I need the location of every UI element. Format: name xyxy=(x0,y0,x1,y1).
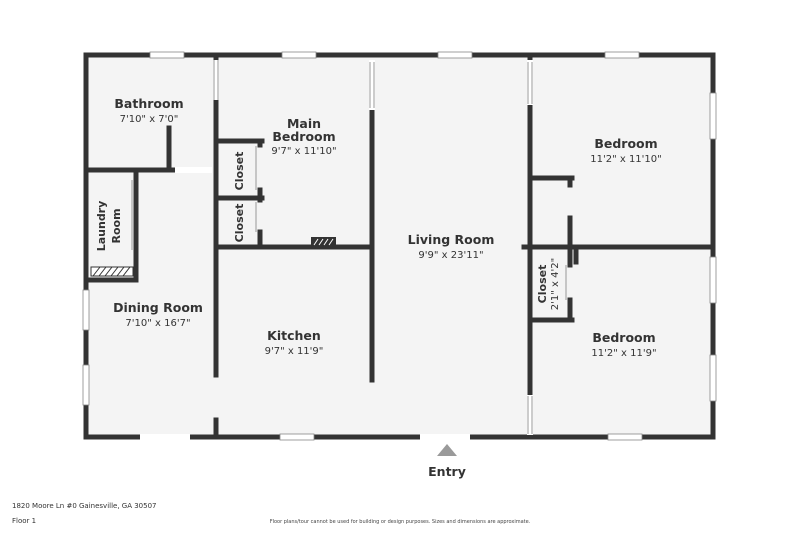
entry-door xyxy=(420,434,470,440)
laundry-name-1: Laundry xyxy=(95,201,108,252)
doorway xyxy=(175,167,212,173)
doorways xyxy=(140,60,533,440)
address-text: 1820 Moore Ln #0 Gainesville, GA 30507 xyxy=(12,502,157,510)
dining-room-name: Dining Room xyxy=(113,300,203,315)
dining-room-dim: 7'10" x 16'7" xyxy=(125,318,190,329)
doorway xyxy=(140,434,190,440)
doorway xyxy=(527,60,533,105)
bathroom-name: Bathroom xyxy=(114,96,183,111)
bedroom-2-dim: 11'2" x 11'9" xyxy=(591,348,656,359)
closet-3-dim: 2'1" x 4'2" xyxy=(550,258,561,310)
entry-arrow-icon xyxy=(437,444,457,456)
kitchen-name: Kitchen xyxy=(267,328,321,343)
laundry-name-2: Room xyxy=(110,208,123,243)
closet-2-name: Closet xyxy=(233,204,246,243)
window xyxy=(709,354,717,402)
window xyxy=(437,51,473,59)
bedroom-1-name: Bedroom xyxy=(594,136,657,151)
laundry-appliance xyxy=(90,266,134,277)
doorway xyxy=(369,60,375,110)
living-room-dim: 9'9" x 23'11" xyxy=(418,250,483,261)
main-bedroom-name-2: Bedroom xyxy=(272,129,335,144)
closet-3-name: Closet xyxy=(536,265,549,304)
window xyxy=(281,51,317,59)
kitchen-dim: 9'7" x 11'9" xyxy=(265,346,324,357)
window xyxy=(607,433,643,441)
window xyxy=(709,92,717,140)
fireplace xyxy=(311,237,336,246)
window xyxy=(82,364,90,406)
closet-1-name: Closet xyxy=(233,152,246,191)
door-jambs xyxy=(131,60,567,434)
main-bedroom-dim: 9'7" x 11'10" xyxy=(271,146,336,157)
bedroom-1-dim: 11'2" x 11'10" xyxy=(590,154,662,165)
main-bedroom-name-1: Main xyxy=(287,116,321,131)
doorway xyxy=(213,60,219,100)
bedroom-2-name: Bedroom xyxy=(592,330,655,345)
living-room-name: Living Room xyxy=(408,232,495,247)
window xyxy=(149,51,185,59)
window xyxy=(709,256,717,304)
bathroom-dim: 7'10" x 7'0" xyxy=(120,114,179,125)
windows xyxy=(82,51,717,441)
walls xyxy=(83,52,716,440)
window xyxy=(279,433,315,441)
entry-label: Entry xyxy=(428,464,466,479)
window xyxy=(82,289,90,331)
floor-label: Floor 1 xyxy=(12,517,37,525)
doorway xyxy=(527,395,533,435)
disclaimer-text: Floor plans/tour cannot be used for buil… xyxy=(269,519,531,525)
window xyxy=(604,51,640,59)
